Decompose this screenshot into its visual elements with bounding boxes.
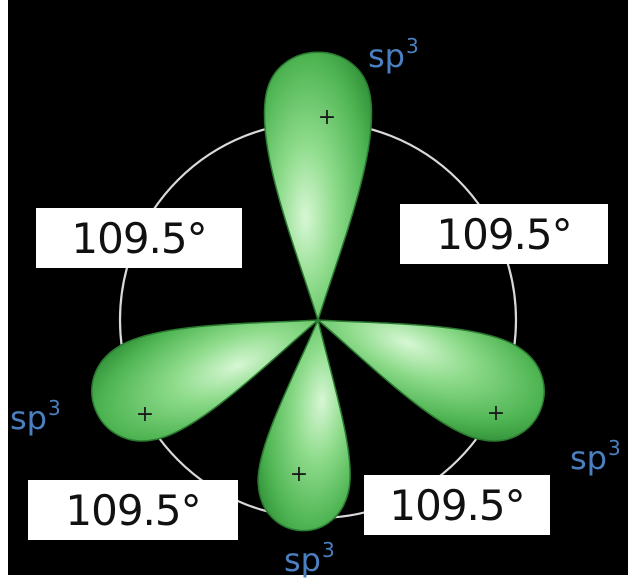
- phase-sign-right: +: [486, 401, 506, 426]
- phase-sign-left: +: [135, 402, 155, 427]
- orbital-label-top: sp3: [368, 34, 419, 75]
- orbital-lobe-right: [315, 319, 545, 442]
- orbital-lobe-bottom: [257, 317, 351, 532]
- orbital-lobe-left: [91, 319, 321, 442]
- angle-label-lower-right: 109.5°: [364, 475, 550, 535]
- phase-sign-bottom: +: [289, 462, 309, 487]
- orbital-label-right: sp3: [570, 436, 621, 477]
- orbital-lobe-top: [263, 51, 373, 323]
- angle-label-lower-left: 109.5°: [28, 480, 238, 540]
- angle-label-upper-left: 109.5°: [36, 208, 242, 268]
- angle-label-upper-right: 109.5°: [400, 204, 608, 264]
- orbital-label-left: sp3: [10, 396, 61, 437]
- orbital-label-bottom: sp3: [284, 538, 335, 579]
- phase-sign-top: +: [317, 105, 337, 130]
